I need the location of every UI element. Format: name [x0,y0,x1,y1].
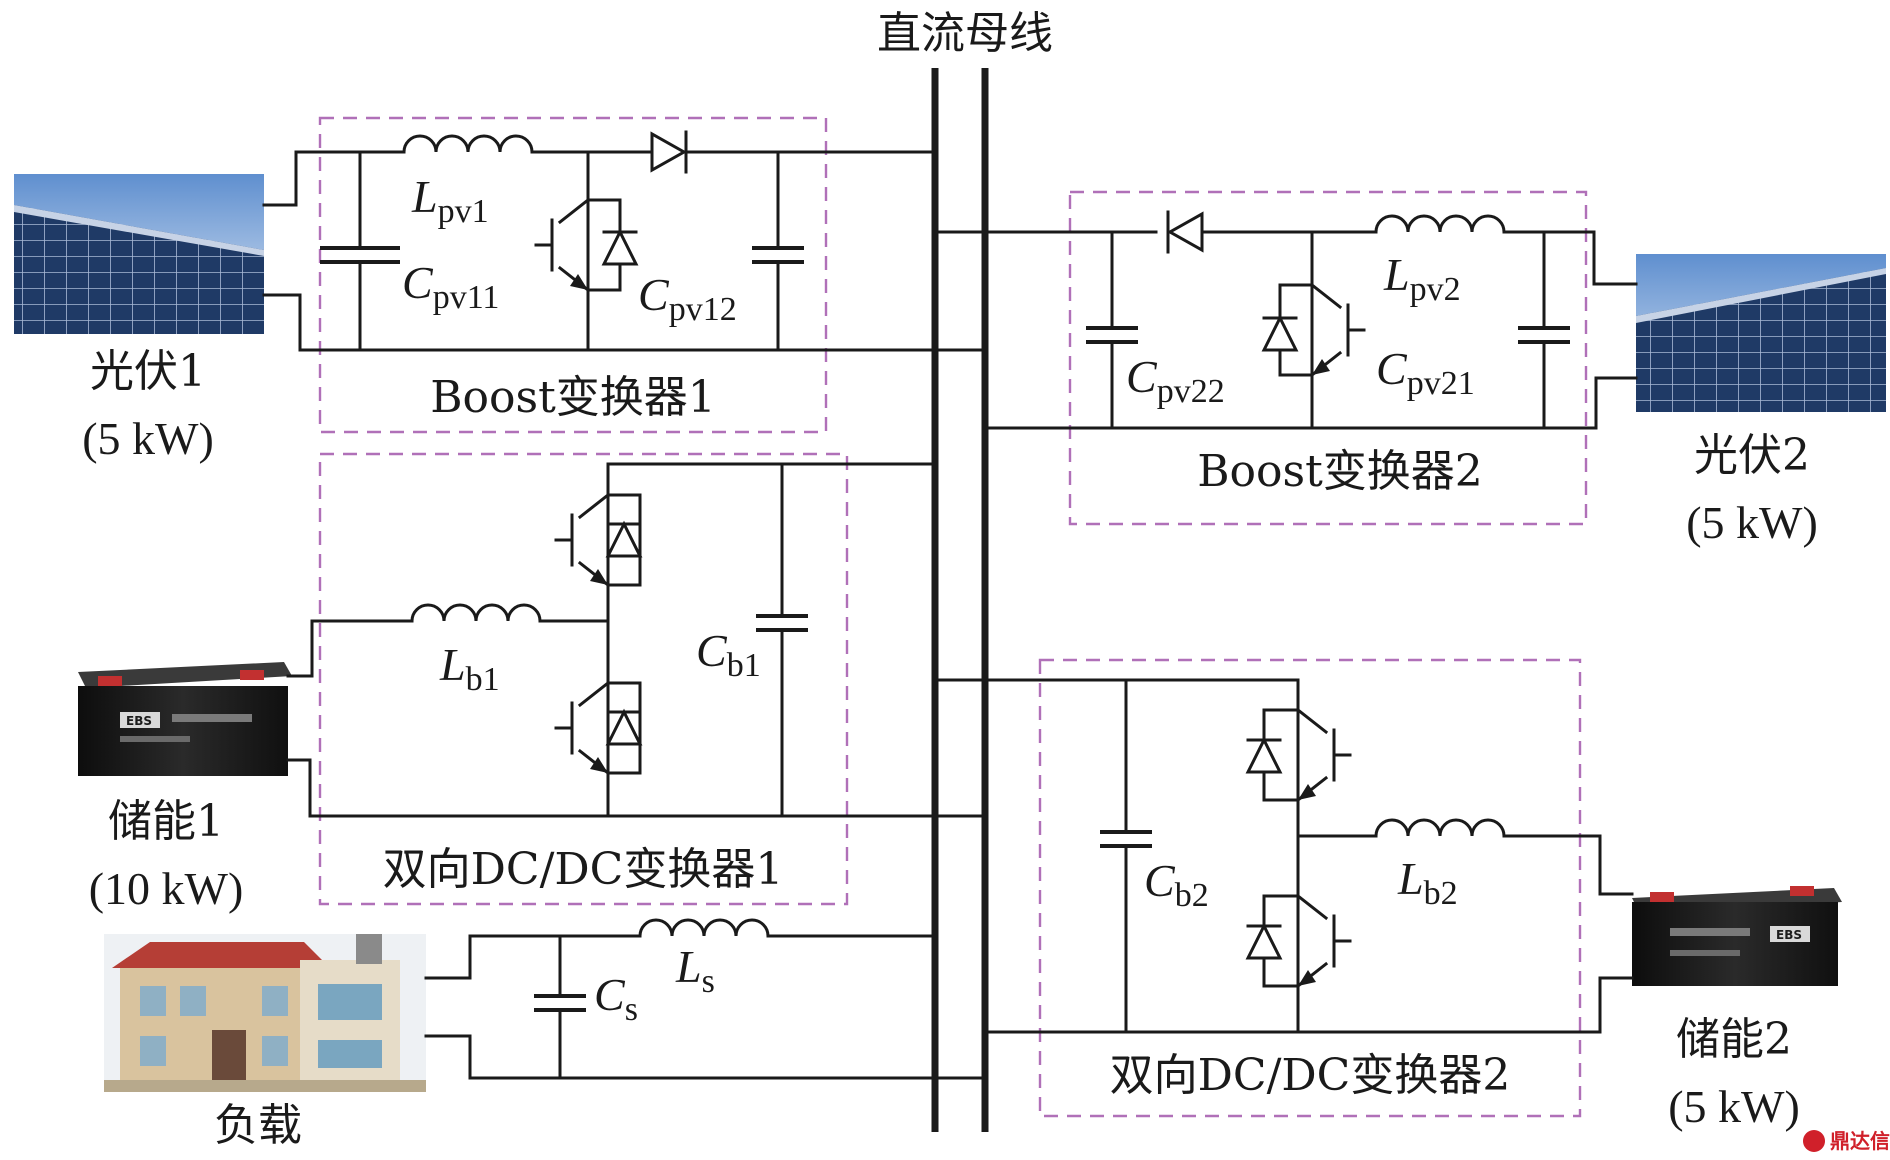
label-cpv22: Cpv22 [1126,351,1225,410]
storage1-name: 储能1 [108,796,224,847]
watermark: 鼎达信 [1803,1129,1890,1153]
label-lb2: Lb2 [1397,853,1458,912]
storage2-power: (5 kW) [1668,1081,1800,1132]
dcdc2-box [1038,658,1582,1118]
storage1-power: (10 kW) [89,863,244,914]
label-cb2: Cb2 [1144,855,1209,914]
igbt-boost1 [534,197,639,293]
pv2-panel-image [1636,254,1886,412]
dcdc1-label: 双向DC/DC变换器1 [383,844,784,895]
pv1-power: (5 kW) [82,413,214,464]
igbt-dcdc2-lower [1245,893,1352,989]
storage2-name: 储能2 [1676,1014,1792,1065]
igbt-dcdc1-lower [554,680,643,776]
boost2-label: Boost变换器2 [1197,446,1483,497]
boost1-box [318,116,828,434]
load-house-image [104,934,426,1092]
dcdc1-box [318,452,849,906]
label-cs: Cs [594,969,638,1028]
battery2-image: EBS [1632,886,1842,986]
boost1-label: Boost变换器1 [430,372,716,423]
svg-text:EBS: EBS [126,714,152,728]
inductor-lb1 [410,603,542,622]
boost2-box [1068,190,1588,526]
battery1-image: EBS [78,662,292,776]
igbt-dcdc1-upper [554,492,643,588]
label-cb1: Cb1 [696,625,761,684]
inductor-ls [638,918,770,937]
dc-bus-label: 直流母线 [877,8,1053,59]
load-name: 负载 [214,1100,302,1151]
pv2-power: (5 kW) [1686,497,1818,548]
inductor-lpv1 [402,134,534,153]
label-lpv1: Lpv1 [411,171,489,230]
pv2-name: 光伏2 [1694,430,1810,481]
svg-text:鼎达信: 鼎达信 [1830,1129,1890,1153]
inductor-lb2 [1374,818,1506,837]
label-lpv2: Lpv2 [1383,249,1461,308]
label-lb1: Lb1 [439,639,500,698]
label-cpv12: Cpv12 [638,269,737,328]
svg-text:EBS: EBS [1776,928,1802,942]
diode-boost2 [1166,211,1204,253]
label-cpv11: Cpv11 [402,257,499,316]
label-cpv21: Cpv21 [1376,343,1475,402]
diode-boost1 [650,131,688,173]
igbt-boost2 [1261,282,1366,378]
dcdc2-label: 双向DC/DC变换器2 [1110,1050,1511,1101]
igbt-dcdc2-upper [1245,707,1352,803]
pv1-panel-image [14,174,264,334]
label-ls: Ls [675,941,715,1000]
inductor-lpv2 [1374,214,1506,233]
pv1-name: 光伏1 [90,346,206,397]
